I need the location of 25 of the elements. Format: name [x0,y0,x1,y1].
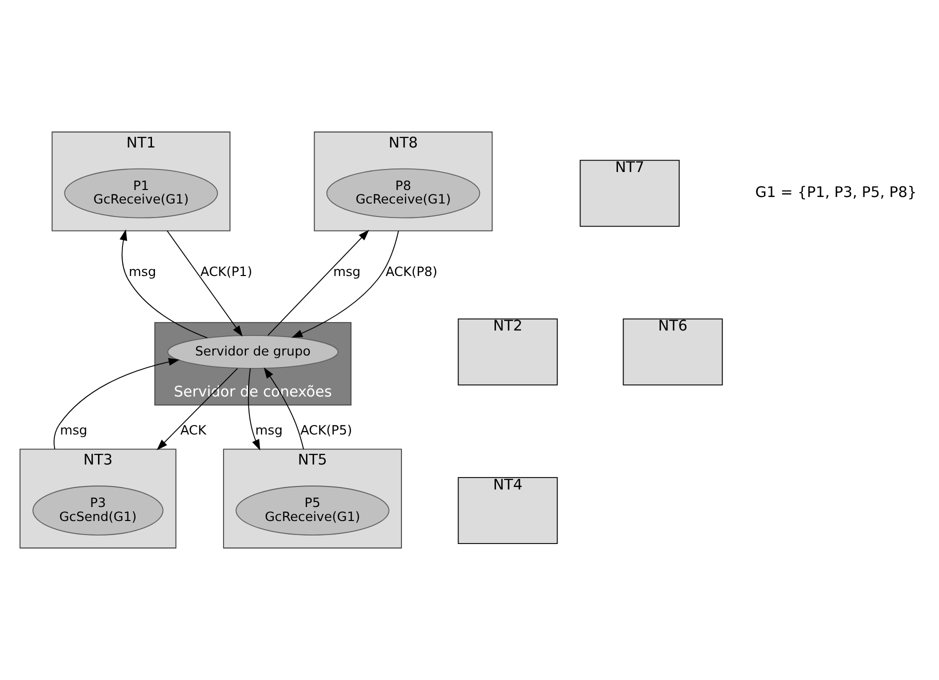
edge-label: msg [60,424,88,439]
arrow [292,230,399,338]
arrow [264,367,304,450]
edge-label: ACK(P1) [200,265,252,280]
edge-label: ACK(P8) [386,265,438,280]
node-ellipse: P3 GcSend(G1) [32,486,164,536]
node-box: NT6 [622,318,723,386]
node-box: NT7 [580,160,680,227]
node-box: NT4 [458,477,558,544]
label: G1 = {P1, P3, P5, P8} [755,184,917,201]
arrow [54,358,180,450]
edge-label: ACK(P5) [300,424,352,439]
arrow [267,230,370,336]
arrow [120,229,208,338]
arrow [166,230,243,337]
node-ellipse: P1 GcReceive(G1) [64,168,218,218]
arrow [156,368,238,450]
edge-label: msg [333,265,361,280]
edge-label: msg [255,424,283,439]
edge-label: msg [128,265,156,280]
node-box: NT2 [458,318,558,386]
edge-label: ACK [180,424,206,439]
arrow [248,368,260,450]
node-ellipse: P5 GcReceive(G1) [236,486,390,536]
node-ellipse: P8 GcReceive(G1) [326,168,480,218]
